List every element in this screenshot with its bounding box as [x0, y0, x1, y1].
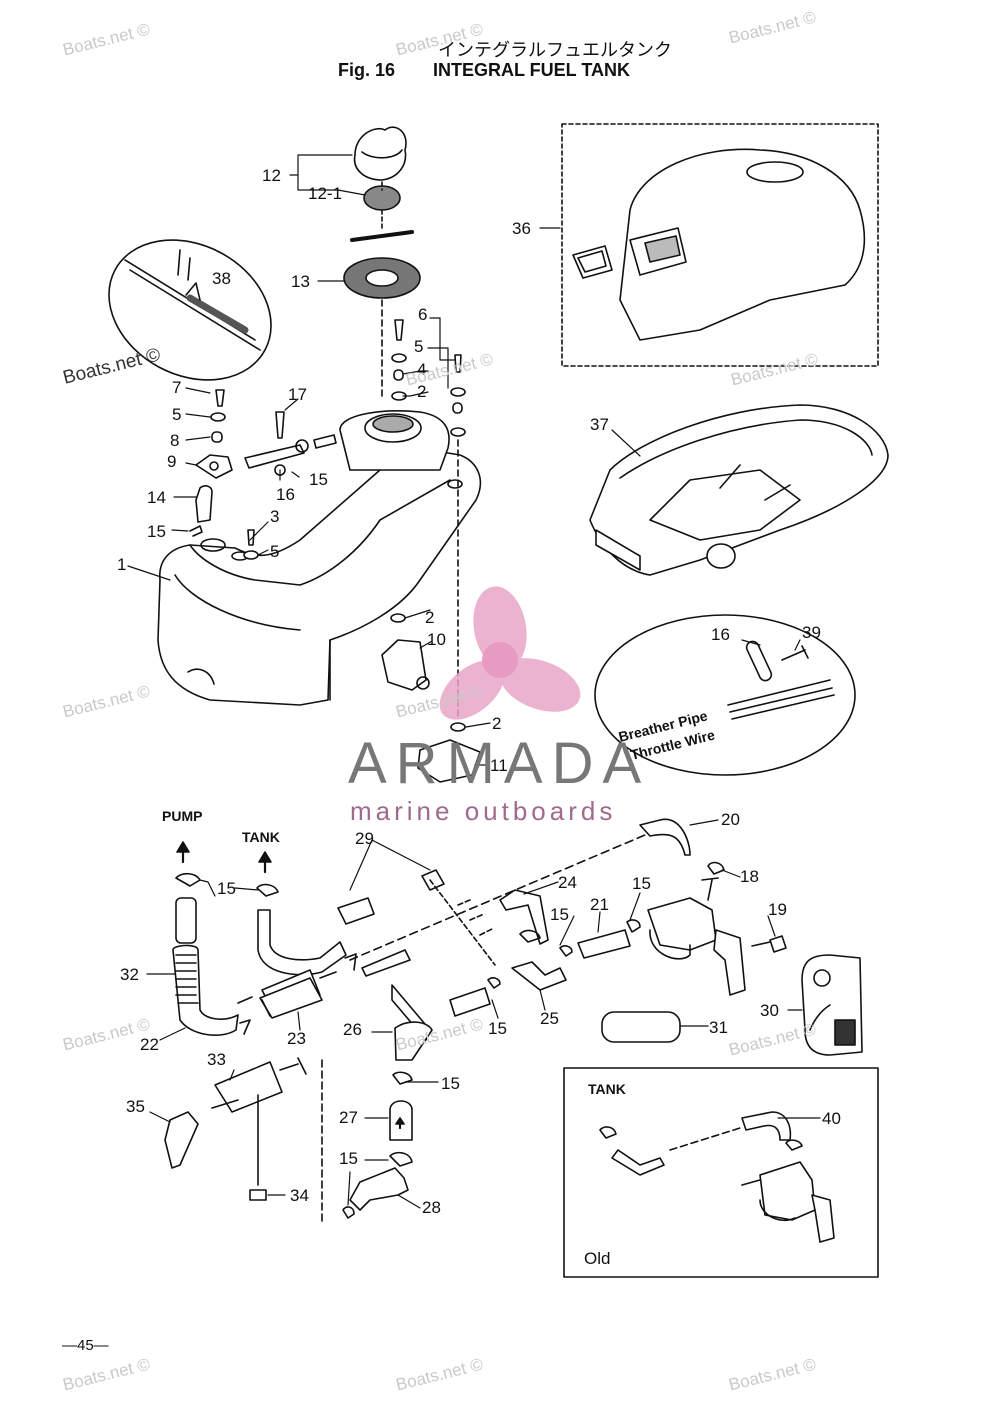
tank-brackets [381, 613, 481, 783]
fuel-filter-cock [647, 861, 787, 996]
figure-title: INTEGRAL FUEL TANK [433, 60, 630, 80]
callout-labels: 12 12-1 13 36 37 38 6 5 4 2 7 5 8 9 17 1… [117, 166, 841, 1268]
callout-34: 34 [290, 1186, 309, 1205]
callout-36: 36 [512, 219, 531, 238]
callout-15-tank: 15 [309, 470, 328, 489]
callout-2-mid: 2 [425, 608, 434, 627]
callout-9: 9 [167, 452, 176, 471]
callout-15-right: 15 [632, 874, 651, 893]
tank-label-old: TANK [588, 1081, 626, 1097]
callout-2-low: 2 [492, 714, 501, 733]
callout-5-left: 5 [172, 405, 181, 424]
callout-15-hose: 15 [147, 522, 166, 541]
page-number: —45— [62, 1337, 109, 1354]
callout-5-lower: 5 [270, 542, 279, 561]
plate-31 [601, 1011, 681, 1043]
callout-17: 17 [288, 385, 307, 404]
callout-7: 7 [172, 378, 181, 397]
callout-38: 38 [212, 269, 231, 288]
fuel-strainer [164, 977, 323, 1201]
callout-18: 18 [740, 867, 759, 886]
callout-37: 37 [590, 415, 609, 434]
page-title-japanese: インテグラルフュエルタンク [438, 40, 672, 61]
callout-20: 20 [721, 810, 740, 829]
callout-15-low: 15 [488, 1019, 507, 1038]
drain-plug-group [189, 389, 233, 537]
detail-circle-38 [108, 239, 272, 381]
old-label: Old [584, 1249, 610, 1268]
callout-15-bottom: 15 [441, 1074, 460, 1093]
callout-32: 32 [120, 965, 139, 984]
tank-label: TANK [242, 829, 280, 845]
callout-12-1: 12-1 [308, 184, 342, 203]
callout-10: 10 [427, 630, 446, 649]
old-box [563, 1067, 879, 1278]
callout-19: 19 [768, 900, 787, 919]
callout-14: 14 [147, 488, 166, 507]
brand-tagline: marine outboards [350, 796, 617, 826]
page-title: Fig. 16 INTEGRAL FUEL TANK [338, 60, 630, 81]
pump-label: PUMP [162, 808, 202, 824]
callout-39: 39 [802, 623, 821, 642]
callout-leaders [127, 154, 821, 1209]
callout-23: 23 [287, 1029, 306, 1048]
callout-15-mid: 15 [550, 905, 569, 924]
callout-15-end: 15 [339, 1149, 358, 1168]
top-cowling [561, 123, 879, 367]
brand-logo-icon [439, 586, 581, 720]
callout-24: 24 [558, 873, 577, 892]
callout-16-tank: 16 [276, 485, 295, 504]
callout-21: 21 [590, 895, 609, 914]
figure-number: Fig. 16 [338, 60, 396, 80]
callout-11: 11 [490, 756, 508, 775]
callout-26: 26 [343, 1020, 362, 1039]
fuel-tank [157, 410, 482, 706]
callout-25: 25 [540, 1009, 559, 1028]
callout-6: 6 [418, 305, 427, 324]
old-fuel-cock [599, 1111, 835, 1243]
callout-16-detail: 16 [711, 625, 730, 644]
bottom-cowling [589, 404, 889, 576]
callout-35: 35 [126, 1097, 145, 1116]
detail-circle-39 [594, 614, 856, 776]
callout-13: 13 [291, 272, 310, 291]
fuel-valve-upper [244, 411, 337, 476]
callout-4: 4 [417, 360, 426, 379]
callout-31: 31 [709, 1018, 728, 1037]
callout-3: 3 [270, 507, 279, 526]
callout-8: 8 [170, 431, 179, 450]
callout-29: 29 [355, 829, 374, 848]
callout-5-right: 5 [414, 337, 423, 356]
callout-2-top: 2 [417, 382, 426, 401]
callout-1: 1 [117, 555, 126, 574]
callout-22: 22 [140, 1035, 159, 1054]
callout-12: 12 [262, 166, 281, 185]
decal-30 [801, 954, 863, 1056]
callout-28: 28 [422, 1198, 441, 1217]
brand-name: ARMADA [348, 731, 651, 796]
mount-screws [243, 319, 466, 721]
callout-40: 40 [822, 1109, 841, 1128]
callout-30: 30 [760, 1001, 779, 1020]
fuel-cap [343, 126, 421, 401]
callout-15-pump: 15 [217, 879, 236, 898]
callout-33: 33 [207, 1050, 226, 1069]
callout-27: 27 [339, 1108, 358, 1127]
